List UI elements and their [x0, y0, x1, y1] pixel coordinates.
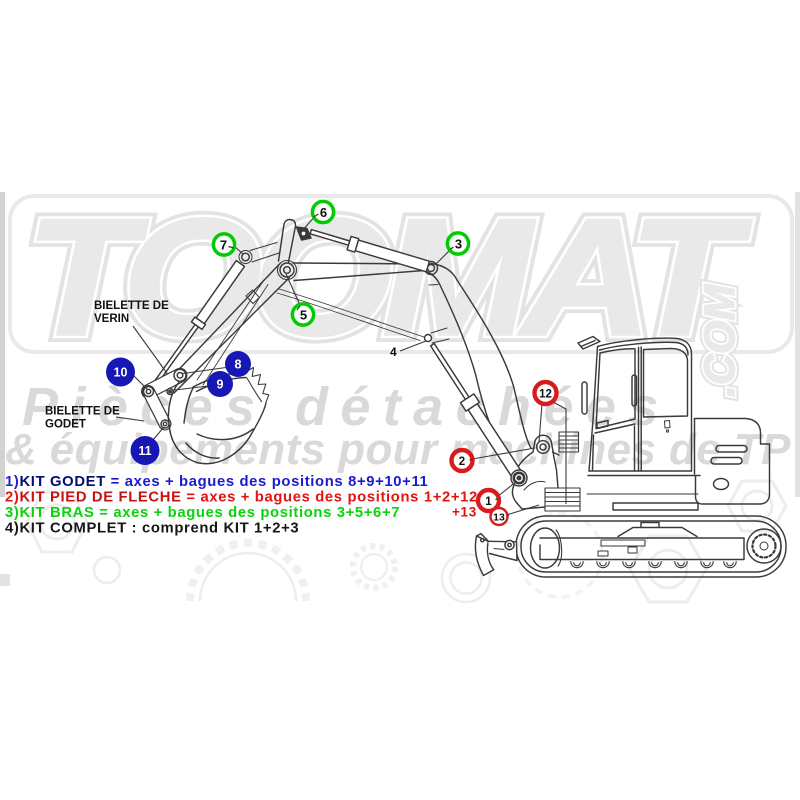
svg-text:4: 4 — [390, 345, 397, 359]
svg-text:GODET: GODET — [45, 419, 86, 431]
svg-text:TOOMAT: TOOMAT — [26, 186, 751, 370]
svg-text:6: 6 — [320, 205, 327, 220]
svg-text:TOOMAT: TOOMAT — [26, 186, 751, 370]
svg-text:3)KIT BRAS = axes + bagues des: 3)KIT BRAS = axes + bagues des positions… — [5, 505, 400, 521]
svg-text:1: 1 — [485, 496, 492, 508]
svg-text:TOOMAT: TOOMAT — [26, 186, 751, 370]
svg-text:.COM: .COM — [696, 284, 744, 397]
svg-text:.COM: .COM — [696, 284, 744, 397]
svg-text:13: 13 — [493, 512, 505, 524]
svg-text:11: 11 — [138, 444, 151, 458]
svg-text:& équipements pour machines de: & équipements pour machines de TP — [5, 425, 791, 474]
svg-text:BIELETTE DE: BIELETTE DE — [94, 300, 169, 312]
svg-text:4)KIT COMPLET : comprend KIT 1: 4)KIT COMPLET : comprend KIT 1+2+3 — [5, 521, 299, 537]
svg-text:5: 5 — [300, 308, 307, 323]
svg-text:2)KIT PIED DE FLECHE = axes +: 2)KIT PIED DE FLECHE = axes + bagues des… — [5, 490, 478, 506]
svg-text:3: 3 — [455, 237, 462, 252]
svg-text:1)KIT GODET = axes + bagues de: 1)KIT GODET = axes + bagues des position… — [5, 474, 428, 490]
svg-text:VERIN: VERIN — [94, 313, 129, 325]
svg-text:8: 8 — [235, 358, 242, 372]
svg-text:2: 2 — [459, 456, 465, 468]
svg-text:9: 9 — [217, 378, 224, 392]
svg-text:12: 12 — [539, 389, 552, 401]
svg-text:10: 10 — [114, 366, 128, 380]
svg-text:BIELETTE DE: BIELETTE DE — [45, 406, 120, 418]
svg-text:.COM: .COM — [696, 284, 744, 397]
svg-text:+13: +13 — [452, 505, 477, 520]
svg-text:7: 7 — [220, 238, 227, 253]
